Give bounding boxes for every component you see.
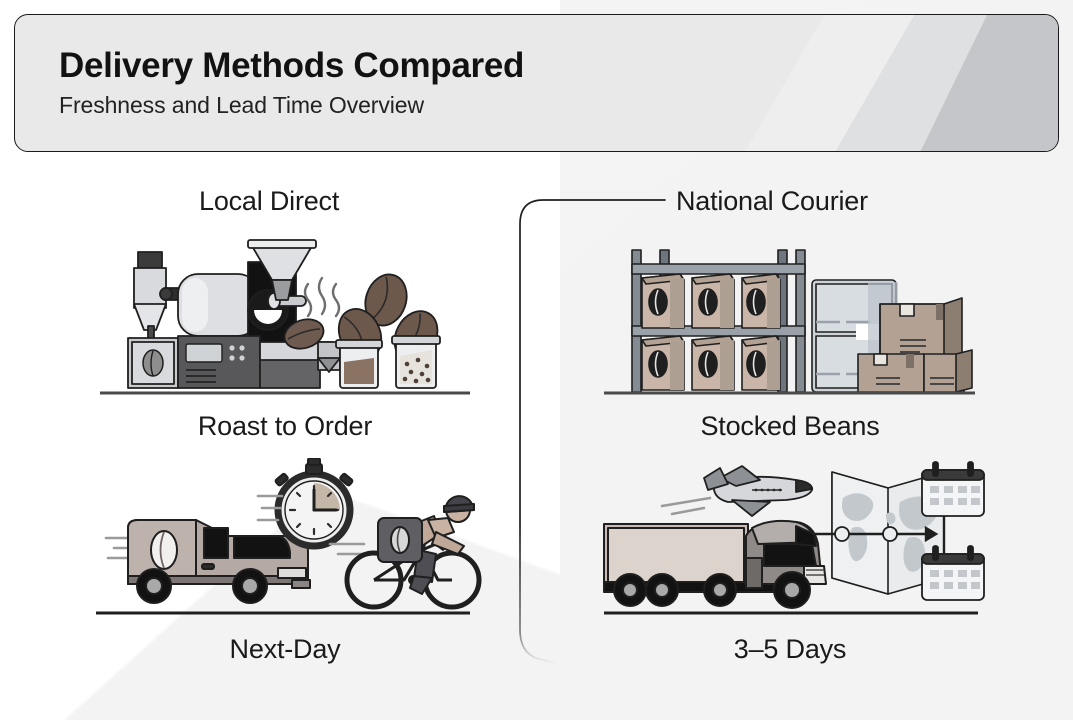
column-heading-national-courier: National Courier	[676, 186, 868, 216]
column-heading-local-direct: Local Direct	[199, 186, 340, 216]
page-subtitle: Freshness and Lead Time Overview	[59, 92, 424, 119]
header-text-block: Delivery Methods Compared Freshness and …	[59, 45, 524, 119]
caption-next-day: Next-Day	[229, 634, 341, 664]
caption-three-to-five-days: 3–5 Days	[733, 634, 847, 664]
coffee-roaster-illustration	[100, 239, 470, 395]
delivery-van-cyclist-illustration	[96, 458, 482, 615]
header-banner: Delivery Methods Compared Freshness and …	[14, 14, 1059, 152]
caption-stocked-beans: Stocked Beans	[700, 411, 880, 441]
page-title: Delivery Methods Compared	[59, 46, 525, 85]
caption-roast-to-order: Roast to Order	[197, 411, 373, 441]
semi-truck-airplane-map-illustration	[603, 461, 985, 615]
warehouse-shelf-illustration	[604, 249, 975, 395]
